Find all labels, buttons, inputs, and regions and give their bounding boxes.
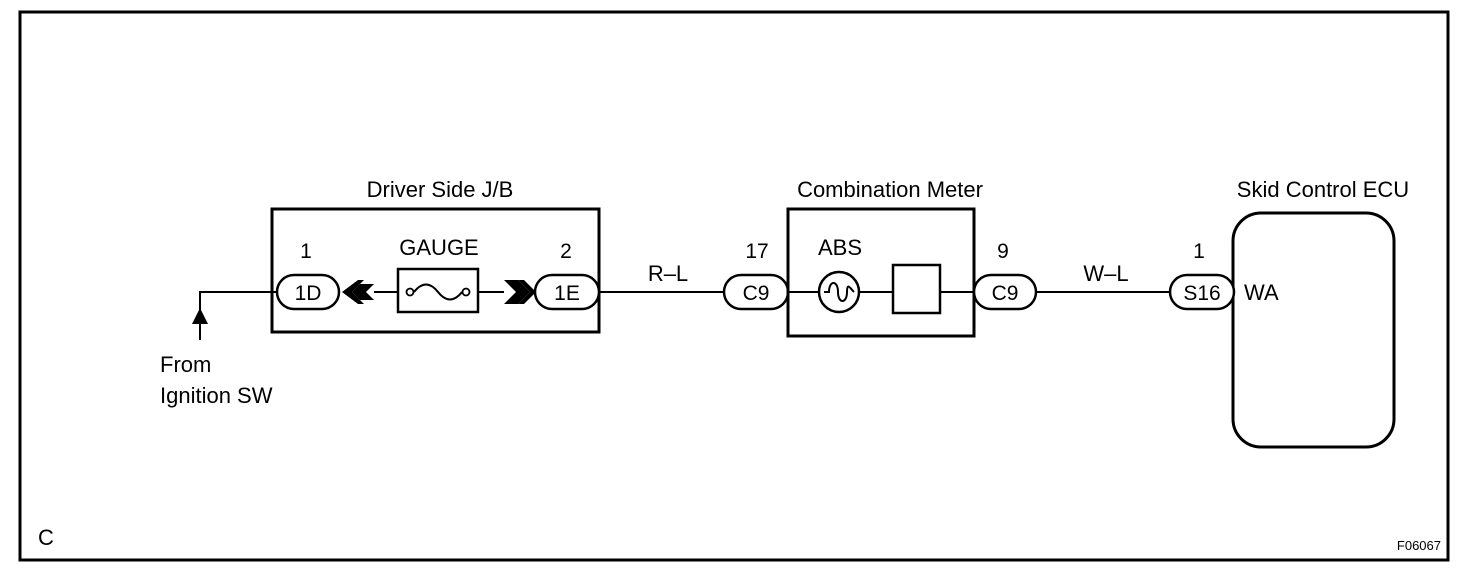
- abs-lamp-label: ABS: [818, 235, 862, 260]
- fuse-right-terminal-notch-icon: [518, 280, 536, 304]
- ecu-title: Skid Control ECU: [1237, 177, 1409, 202]
- connector-1e-label: 1E: [554, 282, 580, 305]
- figure-code: F06067: [1397, 538, 1441, 553]
- fuse-label: GAUGE: [399, 235, 478, 260]
- driver-jb-title: Driver Side J/B: [367, 177, 514, 202]
- connector-s16-label: S16: [1183, 282, 1220, 305]
- fuse-element-icon: [413, 283, 463, 301]
- ecu-box: [1231, 211, 1396, 449]
- fuse-left-terminal-icon: [342, 280, 364, 304]
- ignition-source: From Ignition SW: [160, 291, 277, 408]
- connector-s16-pin: 1: [1193, 240, 1205, 263]
- source-arrow-icon: [192, 308, 208, 324]
- ecu-terminal-label: WA: [1244, 280, 1279, 305]
- diagram-frame: [18, 10, 1450, 562]
- driver-jb-box: [270, 207, 601, 334]
- source-label-line2: Ignition SW: [160, 383, 273, 408]
- wire-w-l-label: W–L: [1083, 261, 1128, 286]
- connector-1e-pin: 2: [560, 240, 572, 263]
- abs-warning-lamp-icon: [817, 270, 861, 314]
- fuse-pin-right-icon: [461, 287, 471, 297]
- connector-c9-in-pin: 17: [745, 240, 768, 263]
- fuse-pin-left-icon: [405, 287, 415, 297]
- meter-title: Combination Meter: [797, 177, 983, 202]
- wire-r-l-label: R–L: [648, 261, 688, 286]
- source-label-line1: From: [160, 352, 211, 377]
- connector-c9-in-label: C9: [743, 282, 770, 305]
- connector-1d-pin: 1: [300, 240, 312, 263]
- driver-side-jb: Driver Side J/B 1 1D GAUGE 2 1E: [270, 177, 601, 334]
- meter-box: [786, 207, 976, 338]
- fuse-left-terminal-notch-icon: [352, 284, 374, 300]
- meter-module-icon: [891, 263, 942, 315]
- corner-letter: C: [38, 525, 54, 550]
- combination-meter: Combination Meter 17 C9 ABS 9 C9: [722, 177, 1038, 338]
- connector-c9-out-label: C9: [992, 282, 1019, 305]
- connector-1d-shape: [275, 273, 341, 311]
- source-wire: [199, 291, 277, 340]
- skid-control-ecu: Skid Control ECU 1 S16 WA: [1168, 177, 1409, 449]
- fuse-right-terminal-icon: [504, 280, 530, 304]
- connector-s16-shape: [1168, 273, 1236, 311]
- connector-1d-label: 1D: [295, 282, 322, 305]
- connector-c9-out-pin: 9: [997, 240, 1009, 263]
